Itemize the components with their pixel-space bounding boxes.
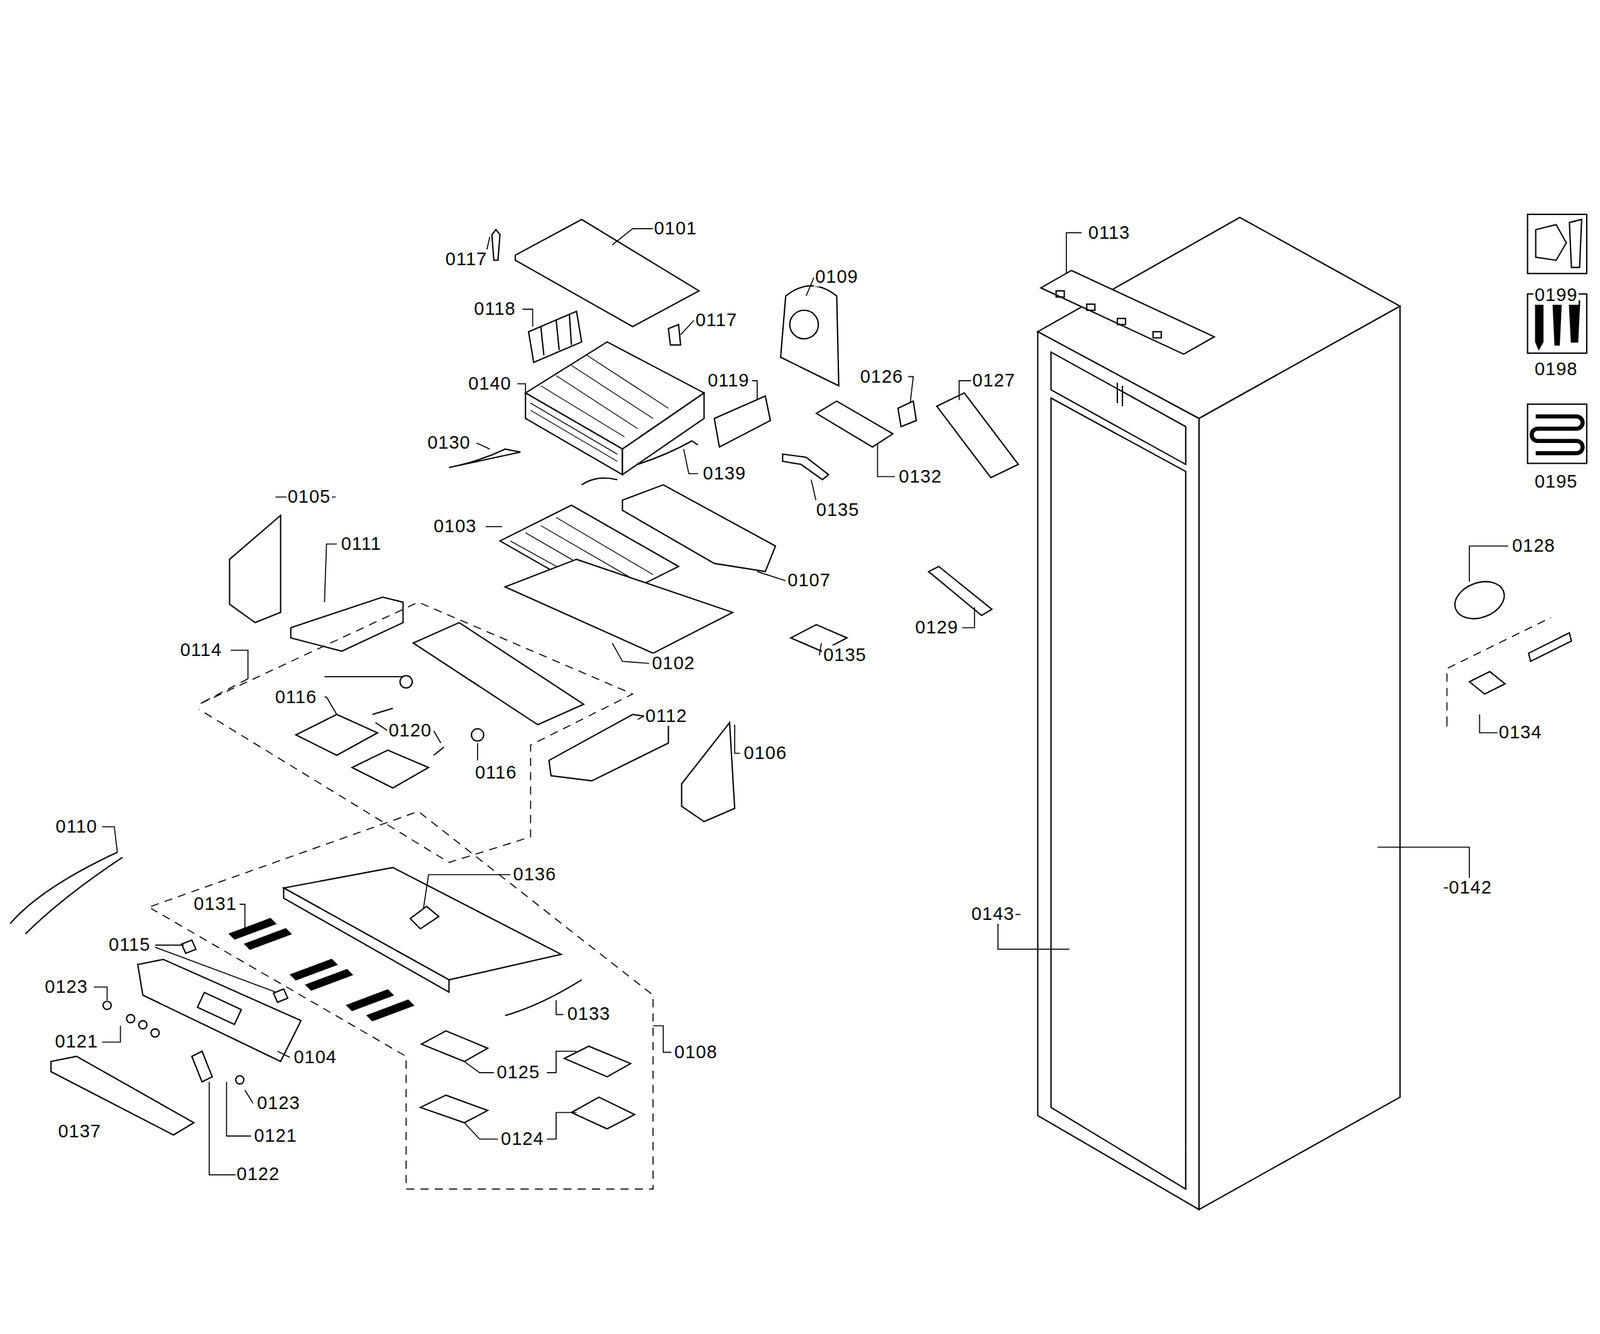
callout-number: 0121: [252, 1126, 299, 1146]
callout-number: 0136: [512, 864, 559, 885]
callout-number: 0104: [292, 1047, 339, 1068]
callout-number: 0142: [1447, 877, 1494, 898]
callout-number: 0109: [813, 267, 860, 287]
callout-number: 0128: [1510, 536, 1557, 556]
callout-number: 0129: [913, 617, 960, 638]
callout-number: 0119: [706, 370, 751, 391]
callout-number: 0115: [107, 935, 152, 955]
callout-number: 0126: [859, 367, 905, 387]
callout-number: 0132: [897, 466, 944, 487]
callout-number: 0135: [821, 645, 868, 665]
callout-number: 0102: [650, 653, 697, 674]
callout-number: 0140: [466, 373, 513, 394]
callout-number: 0199: [1533, 285, 1580, 305]
callout-number: 0130: [426, 432, 472, 453]
callout-number: 0103: [432, 516, 479, 537]
callout-number: 0106: [742, 743, 789, 763]
callout-number: 0123: [43, 977, 90, 997]
parts: [10, 219, 1572, 1135]
callout-number: 0139: [701, 463, 748, 484]
callout-number: 0110: [54, 816, 99, 837]
callout-number: 0131: [192, 894, 239, 914]
callout-number: 0113: [1087, 223, 1132, 243]
callout-number: 0127: [970, 370, 1017, 391]
service-icons: [1527, 214, 1587, 464]
callout-number: 0117: [694, 310, 739, 330]
callout-number: 0134: [1497, 722, 1544, 743]
callout-number: 0143: [970, 904, 1017, 924]
callout-number: 0195: [1533, 471, 1580, 492]
callout-number: 0111: [339, 534, 383, 554]
leader-line: [93, 228, 1508, 1176]
callout-number: 0108: [673, 1042, 719, 1063]
callout-number: 0133: [566, 1004, 613, 1024]
callout-number: 0116: [273, 687, 318, 707]
callout-number: 0135: [815, 500, 861, 520]
callout-number: 0122: [235, 1164, 282, 1184]
callout-number: 0198: [1533, 359, 1580, 379]
group-outline: [150, 602, 1551, 1190]
callout-number: 0123: [255, 1093, 302, 1113]
callout-number: 0125: [495, 1062, 542, 1083]
callout-number: 0118: [472, 299, 517, 319]
callout-number: 0117: [444, 249, 489, 269]
cabinet: [1037, 217, 1400, 1210]
callout-number: 0137: [56, 1121, 103, 1142]
callout-number: 0112: [644, 706, 689, 726]
callout-number: 0105: [286, 487, 333, 507]
callout-number: 0120: [387, 720, 433, 741]
callout-number: 0101: [652, 218, 699, 239]
callout-number: 0116: [473, 762, 518, 783]
callout-number: 0124: [499, 1129, 546, 1149]
callout-number: 0121: [54, 1031, 100, 1052]
callout-number: 0114: [179, 640, 224, 660]
callout-number: 0107: [786, 570, 833, 591]
